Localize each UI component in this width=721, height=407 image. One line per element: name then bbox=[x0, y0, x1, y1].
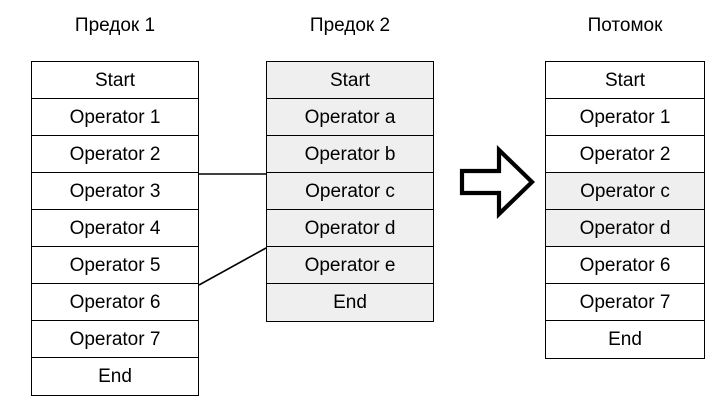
chain-row-label: Operator 1 bbox=[579, 106, 671, 128]
result-arrow-icon bbox=[459, 145, 536, 219]
chain-row-label: Operator 4 bbox=[69, 217, 161, 239]
crossover-cut-lower-line bbox=[198, 247, 267, 286]
chain-row-label: Operator e bbox=[304, 254, 396, 276]
chain-row: Operator 1 bbox=[546, 99, 704, 136]
chain-row: Operator 1 bbox=[32, 99, 198, 136]
chain-row-label: Operator 5 bbox=[69, 254, 161, 276]
chain-row-label: Operator 6 bbox=[69, 291, 161, 313]
chain-row: End bbox=[267, 284, 433, 321]
chain-row-label: Operator 6 bbox=[579, 254, 671, 276]
column-title-parent1: Предок 1 bbox=[74, 15, 156, 36]
chain-row-label: Start bbox=[604, 69, 646, 91]
chain-row-label: Operator b bbox=[304, 143, 396, 165]
chain-row-label: Operator 3 bbox=[69, 180, 161, 202]
chain-row-label: Operator c bbox=[580, 180, 670, 202]
chain-row-label: Operator a bbox=[304, 106, 396, 128]
chain-row: Operator 7 bbox=[546, 284, 704, 321]
chain-row: Operator d bbox=[267, 210, 433, 247]
chain-row: Operator 6 bbox=[546, 247, 704, 284]
chain-row-label: Operator c bbox=[305, 180, 395, 202]
chain-row-label: Operator 1 bbox=[69, 106, 161, 128]
chain-row: Operator 7 bbox=[32, 321, 198, 358]
chain-child: Start Operator 1 Operator 2 Operator c O… bbox=[545, 61, 705, 359]
column-title-parent2: Предок 2 bbox=[309, 15, 391, 36]
chain-row-label: Operator 7 bbox=[579, 291, 671, 313]
chain-row: End bbox=[32, 358, 198, 395]
chain-row-label: Operator 7 bbox=[69, 328, 161, 350]
chain-row-label: Operator d bbox=[579, 217, 671, 239]
chain-row: Operator 2 bbox=[32, 136, 198, 173]
chain-row-label: Start bbox=[329, 69, 371, 91]
chain-row: Operator d bbox=[546, 210, 704, 247]
chain-row-label: End bbox=[98, 366, 132, 387]
chain-row-label: Operator 2 bbox=[69, 143, 161, 165]
chain-row-label: Operator 2 bbox=[579, 143, 671, 165]
chain-row: Operator b bbox=[267, 136, 433, 173]
chain-row: Operator 5 bbox=[32, 247, 198, 284]
chain-row: Operator 4 bbox=[32, 210, 198, 247]
chain-row: Start bbox=[32, 62, 198, 99]
chain-row: Operator a bbox=[267, 99, 433, 136]
chain-row: Operator 6 bbox=[32, 284, 198, 321]
column-title-child: Потомок bbox=[587, 15, 663, 36]
chain-row: End bbox=[546, 321, 704, 358]
chain-row: Operator c bbox=[546, 173, 704, 210]
chain-row-label: End bbox=[608, 329, 642, 350]
chain-parent2: Start Operator a Operator b Operator c O… bbox=[266, 61, 434, 322]
chain-row: Operator c bbox=[267, 173, 433, 210]
chain-row: Start bbox=[546, 62, 704, 99]
chain-row: Operator 2 bbox=[546, 136, 704, 173]
chain-row-label: Start bbox=[94, 69, 136, 91]
chain-parent1: Start Operator 1 Operator 2 Operator 3 O… bbox=[31, 61, 199, 396]
chain-row-label: Operator d bbox=[304, 217, 396, 239]
chain-row: Operator e bbox=[267, 247, 433, 284]
chain-row: Start bbox=[267, 62, 433, 99]
chain-row: Operator 3 bbox=[32, 173, 198, 210]
chain-row-label: End bbox=[333, 292, 367, 313]
